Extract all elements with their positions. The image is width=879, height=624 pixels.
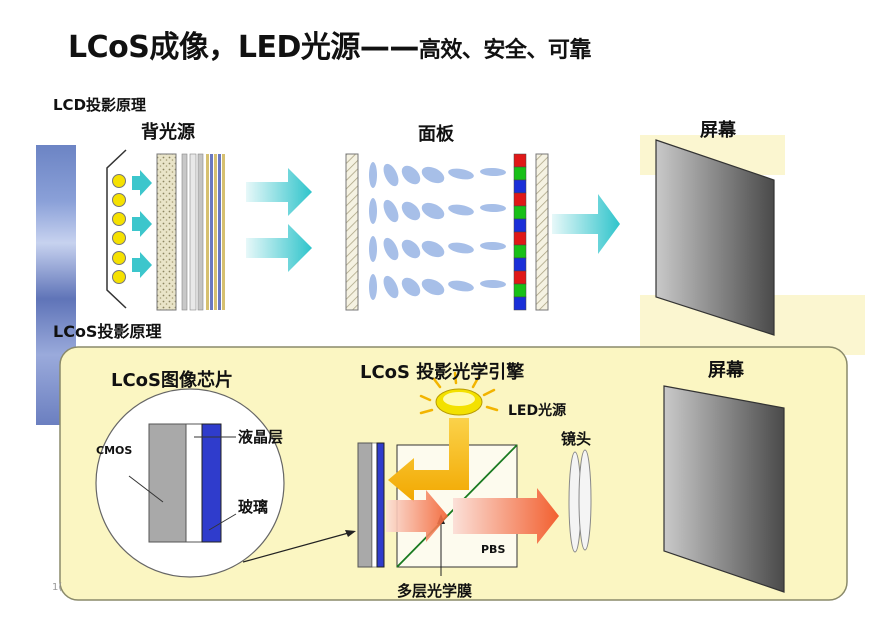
- led-bulb: [112, 251, 126, 265]
- projection-lens: [578, 449, 592, 551]
- backlight-arrows: [132, 170, 152, 278]
- light-arrow: [246, 168, 312, 216]
- lcos-chip-label: LCoS图像芯片: [111, 370, 234, 391]
- liquid-crystal-molecules: [369, 162, 506, 300]
- color-filter-pixel: [513, 296, 527, 311]
- film-layer: [189, 153, 197, 311]
- led-bulb: [112, 174, 126, 188]
- glass-label: 玻璃: [238, 498, 269, 516]
- small-light-arrow: [132, 211, 152, 237]
- glass-layer: [201, 423, 222, 543]
- reflected-light-arrow: [386, 490, 448, 542]
- engine-label: LCoS 投影光学引擎: [360, 362, 525, 383]
- film-layer: [218, 154, 221, 310]
- cmos-label: CMOS: [96, 444, 133, 457]
- led-bulb: [112, 270, 126, 284]
- panel-label: 面板: [418, 124, 454, 145]
- color-filter-pixel: [513, 153, 527, 168]
- lc-layer-label: 液晶层: [238, 428, 284, 446]
- led-bulb: [112, 212, 126, 226]
- lcd-screen: [655, 139, 775, 336]
- color-filter-pixel: [513, 218, 527, 233]
- lcos-section-label: LCoS投影原理: [53, 322, 162, 341]
- led-rays: [419, 371, 499, 415]
- small-light-arrow: [132, 170, 152, 196]
- lcd-screen-label: 屏幕: [700, 120, 736, 141]
- color-filter-pixel: [513, 192, 527, 207]
- led-lamp-highlight: [443, 392, 475, 406]
- color-filter-pixel: [513, 166, 527, 181]
- pbs-label: PBS: [481, 543, 506, 556]
- panel-glass-left: [345, 153, 359, 311]
- engine-chip-lc: [371, 442, 378, 568]
- color-filter-pixel: [513, 231, 527, 246]
- film-layer: [206, 154, 209, 310]
- led-light-path-arrow: [388, 418, 469, 502]
- film-layer: [210, 154, 213, 310]
- color-filter-pixel: [513, 179, 527, 194]
- diffuser-plate: [156, 153, 177, 311]
- engine-chip-glass: [376, 442, 385, 568]
- engine-chip-cmos: [357, 442, 373, 568]
- panel-glass-right: [535, 153, 549, 311]
- color-filter-pixel: [513, 205, 527, 220]
- led-source-label: LED光源: [508, 403, 567, 419]
- lens-label: 镜头: [561, 430, 592, 448]
- lcos-screen: [663, 385, 785, 593]
- color-filter-pixel: [513, 257, 527, 272]
- arrow-head: [345, 530, 356, 537]
- small-light-arrow: [132, 252, 152, 278]
- light-arrow: [246, 224, 312, 272]
- color-filter-pixels: [513, 153, 527, 311]
- cmos-pointer-line: [128, 475, 164, 503]
- film-layer: [214, 154, 217, 310]
- liquid-crystal-layer: [185, 423, 203, 543]
- page-title-main: LCoS成像，LED光源——: [68, 30, 419, 65]
- film-layer: [181, 153, 188, 311]
- film-layer: [222, 154, 225, 310]
- output-light-arrow: [453, 488, 559, 544]
- color-filter-pixel: [513, 270, 527, 285]
- lcd-section-label: LCD投影原理: [53, 96, 147, 114]
- backlight-reflector: [106, 149, 127, 309]
- chip-to-engine-arrow: [242, 531, 353, 563]
- color-filter-pixel: [513, 283, 527, 298]
- page-number: 1(: [52, 582, 63, 593]
- led-bulb: [112, 193, 126, 207]
- optical-film-label: 多层光学膜: [397, 582, 473, 600]
- lcos-screen-label: 屏幕: [708, 360, 744, 381]
- led-bulb: [112, 231, 126, 245]
- page-title-sub: 高效、安全、可靠: [418, 38, 592, 63]
- backlight-led-bulbs: [112, 174, 126, 284]
- film-layer: [197, 153, 204, 311]
- cmos-layer: [148, 423, 187, 543]
- light-arrow: [552, 194, 620, 254]
- page-title: LCoS成像，LED光源——高效、安全、可靠: [68, 22, 591, 66]
- color-filter-pixel: [513, 244, 527, 259]
- backlight-label: 背光源: [141, 122, 195, 143]
- glass-pointer-line: [208, 513, 237, 531]
